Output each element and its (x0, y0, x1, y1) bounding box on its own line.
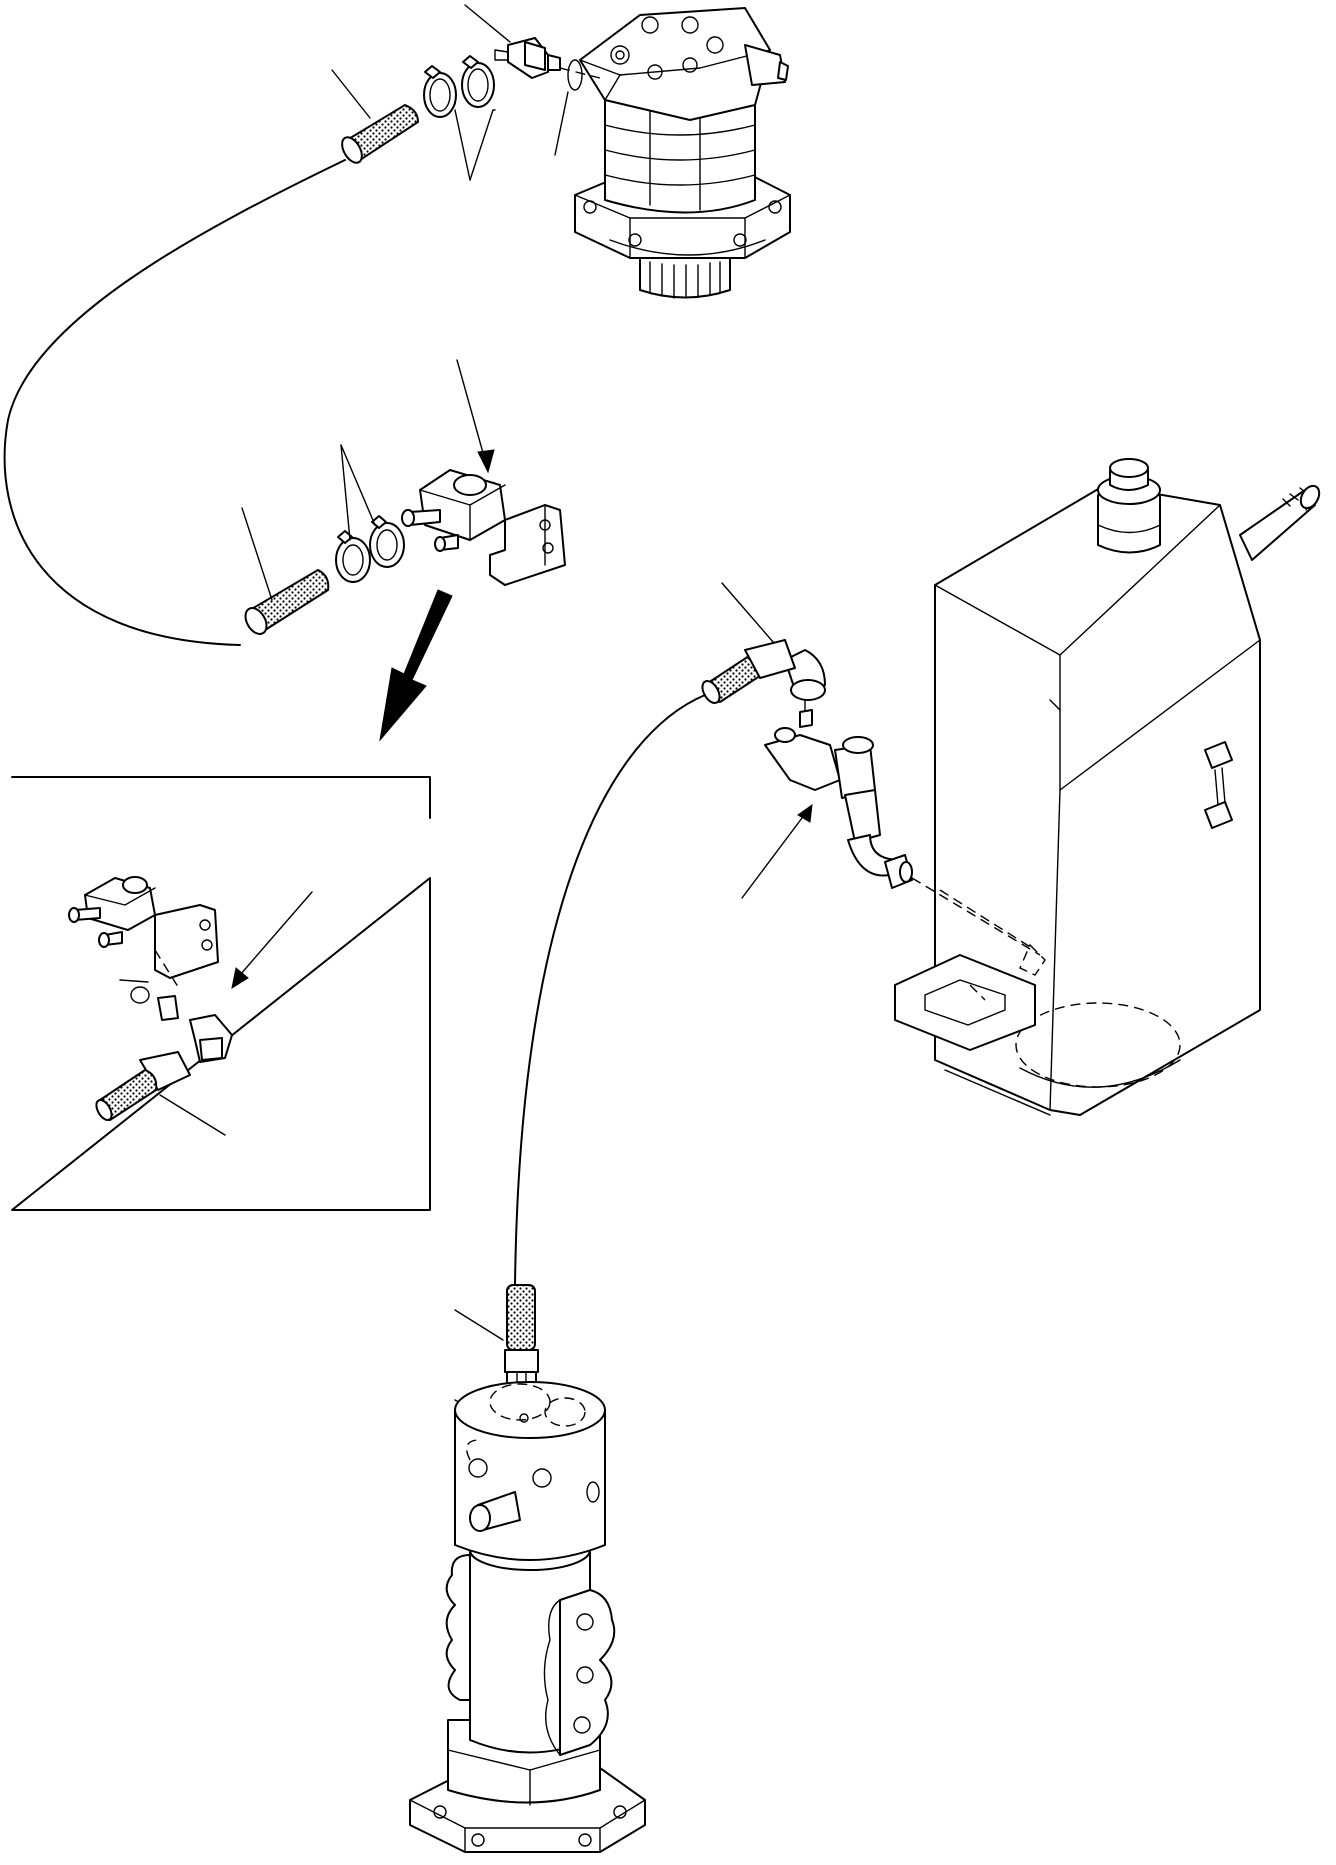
hose-clamps-lower (335, 444, 405, 583)
hose-lower (241, 507, 330, 635)
drain-block-bracket (401, 469, 566, 586)
o-ring-motor (567, 59, 583, 91)
hose-upper (341, 103, 420, 164)
motor-elbow-fitting (494, 37, 561, 79)
swing-motor (574, 7, 791, 299)
leader-lines-top (331, 4, 569, 474)
hydraulic-tank (894, 458, 1321, 1116)
detail-arrow (379, 589, 453, 742)
hose-loop (3, 159, 346, 646)
centerline-motor (559, 67, 601, 79)
detail-inset (11, 776, 431, 1211)
swivel-joint (409, 1381, 646, 1853)
tank-drain-fitting (721, 582, 1041, 956)
hose-clamps-upper (423, 55, 495, 118)
long-hose (514, 639, 796, 1286)
